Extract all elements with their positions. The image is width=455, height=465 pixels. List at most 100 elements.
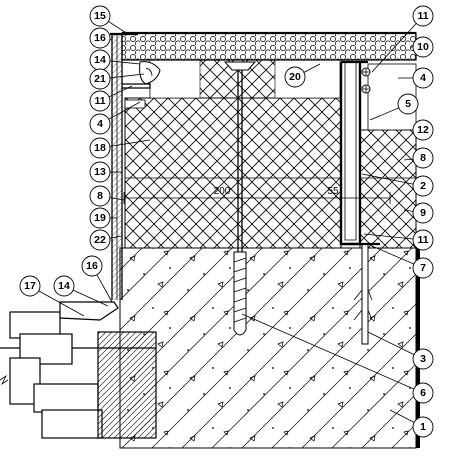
callout-c11a: 11	[89, 90, 111, 112]
callout-label: 14	[58, 280, 70, 292]
leader-line-c9	[403, 209, 414, 212]
insulation-layer	[124, 97, 417, 249]
callout-circle	[89, 68, 111, 90]
callout-c9: 9	[412, 202, 434, 224]
leader-line-c20	[303, 63, 321, 73]
leader-line-c11c	[363, 233, 414, 240]
callout-circle	[53, 275, 75, 297]
callout-c4b: 4	[412, 67, 434, 89]
callout-circle	[412, 202, 434, 224]
upper-fill	[149, 59, 417, 131]
callout-c18: 18	[89, 137, 111, 159]
callout-label: 15	[94, 10, 106, 22]
top-cap-slab	[121, 31, 417, 61]
callout-label: 1	[420, 421, 426, 433]
callout-label: 11	[417, 234, 428, 246]
callout-c1: 1	[412, 416, 434, 438]
callout-label: 10	[417, 41, 429, 53]
leader-line-c8b	[403, 158, 414, 161]
callout-circle	[89, 113, 111, 135]
callout-label: 16	[94, 32, 106, 44]
callout-c20: 20	[284, 66, 306, 88]
callout-label: 3	[420, 353, 426, 365]
callout-label: 9	[420, 207, 426, 219]
leader-line-c4a	[108, 101, 141, 120]
leader-line-c7	[371, 245, 414, 265]
callout-label: 17	[24, 280, 36, 292]
callout-label: 7	[420, 262, 426, 274]
callout-label: 12	[417, 124, 429, 136]
callout-c15: 15	[89, 5, 111, 27]
callout-circle	[89, 137, 111, 159]
leader-line-c14b	[72, 289, 109, 307]
callout-c3: 3	[412, 348, 434, 370]
callout-label: 22	[94, 234, 106, 246]
callout-circle	[412, 416, 434, 438]
callout-circle	[412, 5, 434, 27]
callout-c16b: 16	[81, 255, 103, 277]
callout-circle	[89, 207, 111, 229]
leader-line-c8a	[109, 197, 125, 201]
callout-c16a: 16	[89, 27, 111, 49]
callout-circle	[89, 185, 111, 207]
callout-circle	[412, 382, 434, 404]
callout-label: 2	[420, 180, 426, 192]
sealing-gasket	[122, 61, 161, 109]
leader-line-c22	[109, 235, 123, 239]
callout-label: 8	[97, 190, 103, 202]
callout-circle	[412, 119, 434, 141]
leader-line-c18	[109, 139, 151, 147]
callout-label: 6	[420, 387, 426, 399]
callout-label: 16	[86, 260, 98, 272]
callout-c7: 7	[412, 257, 434, 279]
callout-c12: 12	[412, 119, 434, 141]
callout-c21: 21	[89, 68, 111, 90]
callout-c13: 13	[89, 161, 111, 183]
callout-c8b: 8	[412, 147, 434, 169]
callout-c19: 19	[89, 207, 111, 229]
callout-circle	[284, 66, 306, 88]
callout-circle	[412, 147, 434, 169]
callout-c14b: 14	[53, 275, 75, 297]
leader-line-c17	[38, 290, 85, 317]
dimension-label-left: 200	[214, 186, 231, 197]
callout-label: 13	[94, 166, 106, 178]
callout-label: 19	[94, 212, 106, 224]
callout-c4a: 4	[89, 113, 111, 135]
cladding-panel	[110, 32, 138, 300]
dimension-line: 200 55	[123, 186, 391, 204]
leader-line-c6	[241, 313, 414, 390]
callout-c5: 5	[397, 93, 419, 115]
leader-line-c21	[109, 73, 145, 79]
leader-line-c11a	[108, 85, 133, 98]
callout-circle	[412, 257, 434, 279]
callout-label: 5	[405, 98, 411, 110]
callout-label: 18	[94, 142, 106, 154]
callout-circle	[89, 27, 111, 49]
leader-line-c15	[108, 21, 129, 35]
window-frame	[0, 301, 157, 439]
callout-circle	[81, 255, 103, 277]
callout-c2: 2	[412, 175, 434, 197]
leader-line-c14a	[109, 60, 141, 65]
callout-c22: 22	[89, 229, 111, 251]
callout-circle	[89, 161, 111, 183]
callout-circle	[19, 275, 41, 297]
callout-label: 4	[97, 118, 103, 130]
callout-label: 11	[94, 95, 105, 107]
callout-circle	[412, 348, 434, 370]
callout-circle	[412, 175, 434, 197]
leader-line-c1	[389, 409, 415, 423]
callout-circle	[412, 67, 434, 89]
callout-circle	[89, 229, 111, 251]
leader-line-c16b	[96, 274, 113, 303]
callout-label: 21	[94, 73, 106, 85]
callout-label: 11	[417, 10, 428, 22]
callout-c14a: 14	[89, 49, 111, 71]
callout-label: 14	[94, 54, 106, 66]
callout-circle	[89, 90, 111, 112]
callout-circle	[412, 229, 434, 251]
callout-c17: 17	[19, 275, 41, 297]
